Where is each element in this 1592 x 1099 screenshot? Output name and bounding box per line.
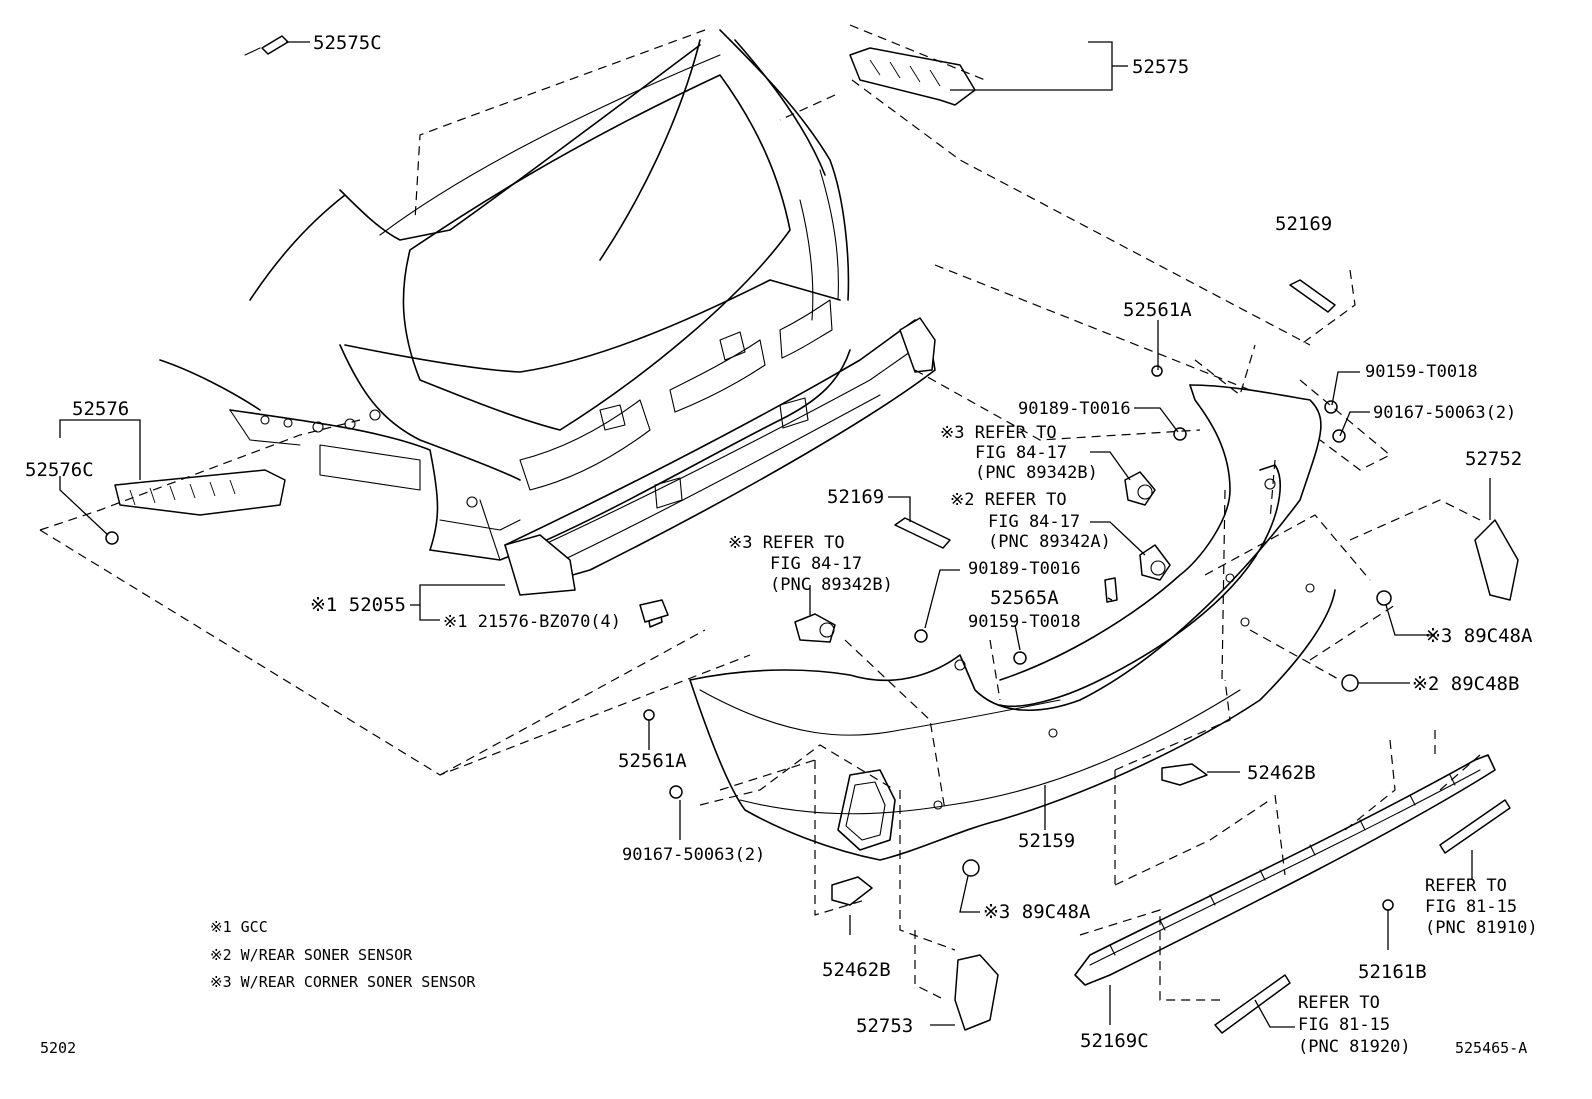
pad-52462b-right [1161, 763, 1208, 786]
label-52169-top: 52169 [1275, 213, 1332, 235]
bracket-52575 [849, 47, 976, 106]
label-ref2-line1: ※2 REFER TO [950, 490, 1067, 510]
label-52575c: 52575C [313, 32, 382, 54]
label-90189-t0016-mid: 90189-T0016 [968, 559, 1081, 579]
label-52753: 52753 [856, 1015, 913, 1037]
vehicle-body-shell [159, 29, 851, 561]
pad-52169-mid [894, 517, 951, 549]
pad-52169-top [1289, 279, 1336, 313]
legend-note-2: ※2 W/REAR SONER SENSOR [210, 946, 413, 964]
pad-52462b-bottom [831, 876, 873, 906]
page-code: 5202 [40, 1039, 76, 1057]
label-ref3a-line1: ※3 REFER TO [940, 423, 1057, 443]
label-52159: 52159 [1018, 830, 1075, 852]
label-89c48a-right: ※3 89C48A [1425, 625, 1533, 647]
sensor-89342b-left [794, 613, 836, 643]
legend-notes: ※1 GCC ※2 W/REAR SONER SENSOR ※3 W/REAR … [210, 918, 476, 991]
label-ref3b-line2: FIG 84-17 [770, 554, 862, 574]
label-90167-50063-left: 90167-50063(2) [622, 845, 765, 865]
label-90189-t0016-right: 90189-T0016 [1018, 399, 1131, 419]
label-52576: 52576 [72, 398, 129, 420]
part-labels: 52575C 52575 52169 52561A 90159-T0018 90… [25, 32, 1538, 1057]
label-refer-81920-line3: (PNC 81920) [1298, 1037, 1411, 1057]
label-52169c: 52169C [1080, 1030, 1149, 1052]
legend-note-1: ※1 GCC [210, 918, 268, 936]
corner-piece-52753 [954, 954, 999, 1031]
reflector-strips [1214, 799, 1511, 1034]
bumper-reinforcement-52055 [504, 317, 936, 596]
figure-id: 525465-A [1455, 1039, 1527, 1057]
label-ref3b-line3: (PNC 89342B) [770, 575, 893, 595]
leader-lines [59, 41, 1491, 1028]
label-ref3b-line1: ※3 REFER TO [728, 533, 845, 553]
label-89c48b: ※2 89C48B [1412, 673, 1519, 695]
label-refer-81910-line1: REFER TO [1425, 876, 1507, 896]
assembly-dashed-lines [39, 24, 1481, 1001]
label-52169-mid: 52169 [827, 486, 884, 508]
label-ref2-line2: FIG 84-17 [988, 512, 1080, 532]
legend-note-3: ※3 W/REAR CORNER SONER SENSOR [210, 973, 476, 991]
label-52561a-right: 52561A [1123, 299, 1192, 321]
label-90159-t0018-mid: 90159-T0018 [968, 612, 1081, 632]
label-refer-81910-line2: FIG 81-15 [1425, 897, 1517, 917]
lower-moulding-52169c [1074, 754, 1496, 986]
label-90159-t0018-right: 90159-T0018 [1365, 362, 1478, 382]
label-52561a-left: 52561A [618, 750, 687, 772]
label-ref2-line3: (PNC 89342A) [988, 532, 1111, 552]
label-21576-bz070: ※1 21576-BZ070(4) [443, 612, 621, 632]
label-90167-50063-right: 90167-50063(2) [1373, 403, 1516, 423]
label-refer-81920-line1: REFER TO [1298, 993, 1380, 1013]
sensor-89342b-right [1124, 471, 1156, 506]
label-52161b: 52161B [1358, 961, 1427, 983]
label-52565a: 52565A [990, 587, 1059, 609]
label-refer-81910-line3: (PNC 81910) [1425, 918, 1538, 938]
label-52575: 52575 [1132, 56, 1189, 78]
label-52752: 52752 [1465, 448, 1522, 470]
clip-52576c [105, 531, 119, 545]
label-52576c: 52576C [25, 459, 94, 481]
corner-piece-52752 [1474, 519, 1519, 601]
clip-52575c [244, 35, 289, 56]
label-52462b-bottom: 52462B [822, 959, 891, 981]
retainer-21576 [639, 599, 669, 623]
label-52055: ※1 52055 [310, 594, 406, 616]
label-52462b-right: 52462B [1247, 762, 1316, 784]
bumper-cover-52159 [689, 384, 1336, 861]
label-ref3a-line2: FIG 84-17 [975, 443, 1067, 463]
label-89c48a-bottom: ※3 89C48A [983, 901, 1091, 923]
label-refer-81920-line2: FIG 81-15 [1298, 1015, 1390, 1035]
small-fasteners [643, 365, 1394, 911]
sensor-89342a [1139, 544, 1171, 581]
footer: 5202 525465-A [40, 1039, 1527, 1057]
label-ref3a-line3: (PNC 89342B) [975, 463, 1098, 483]
